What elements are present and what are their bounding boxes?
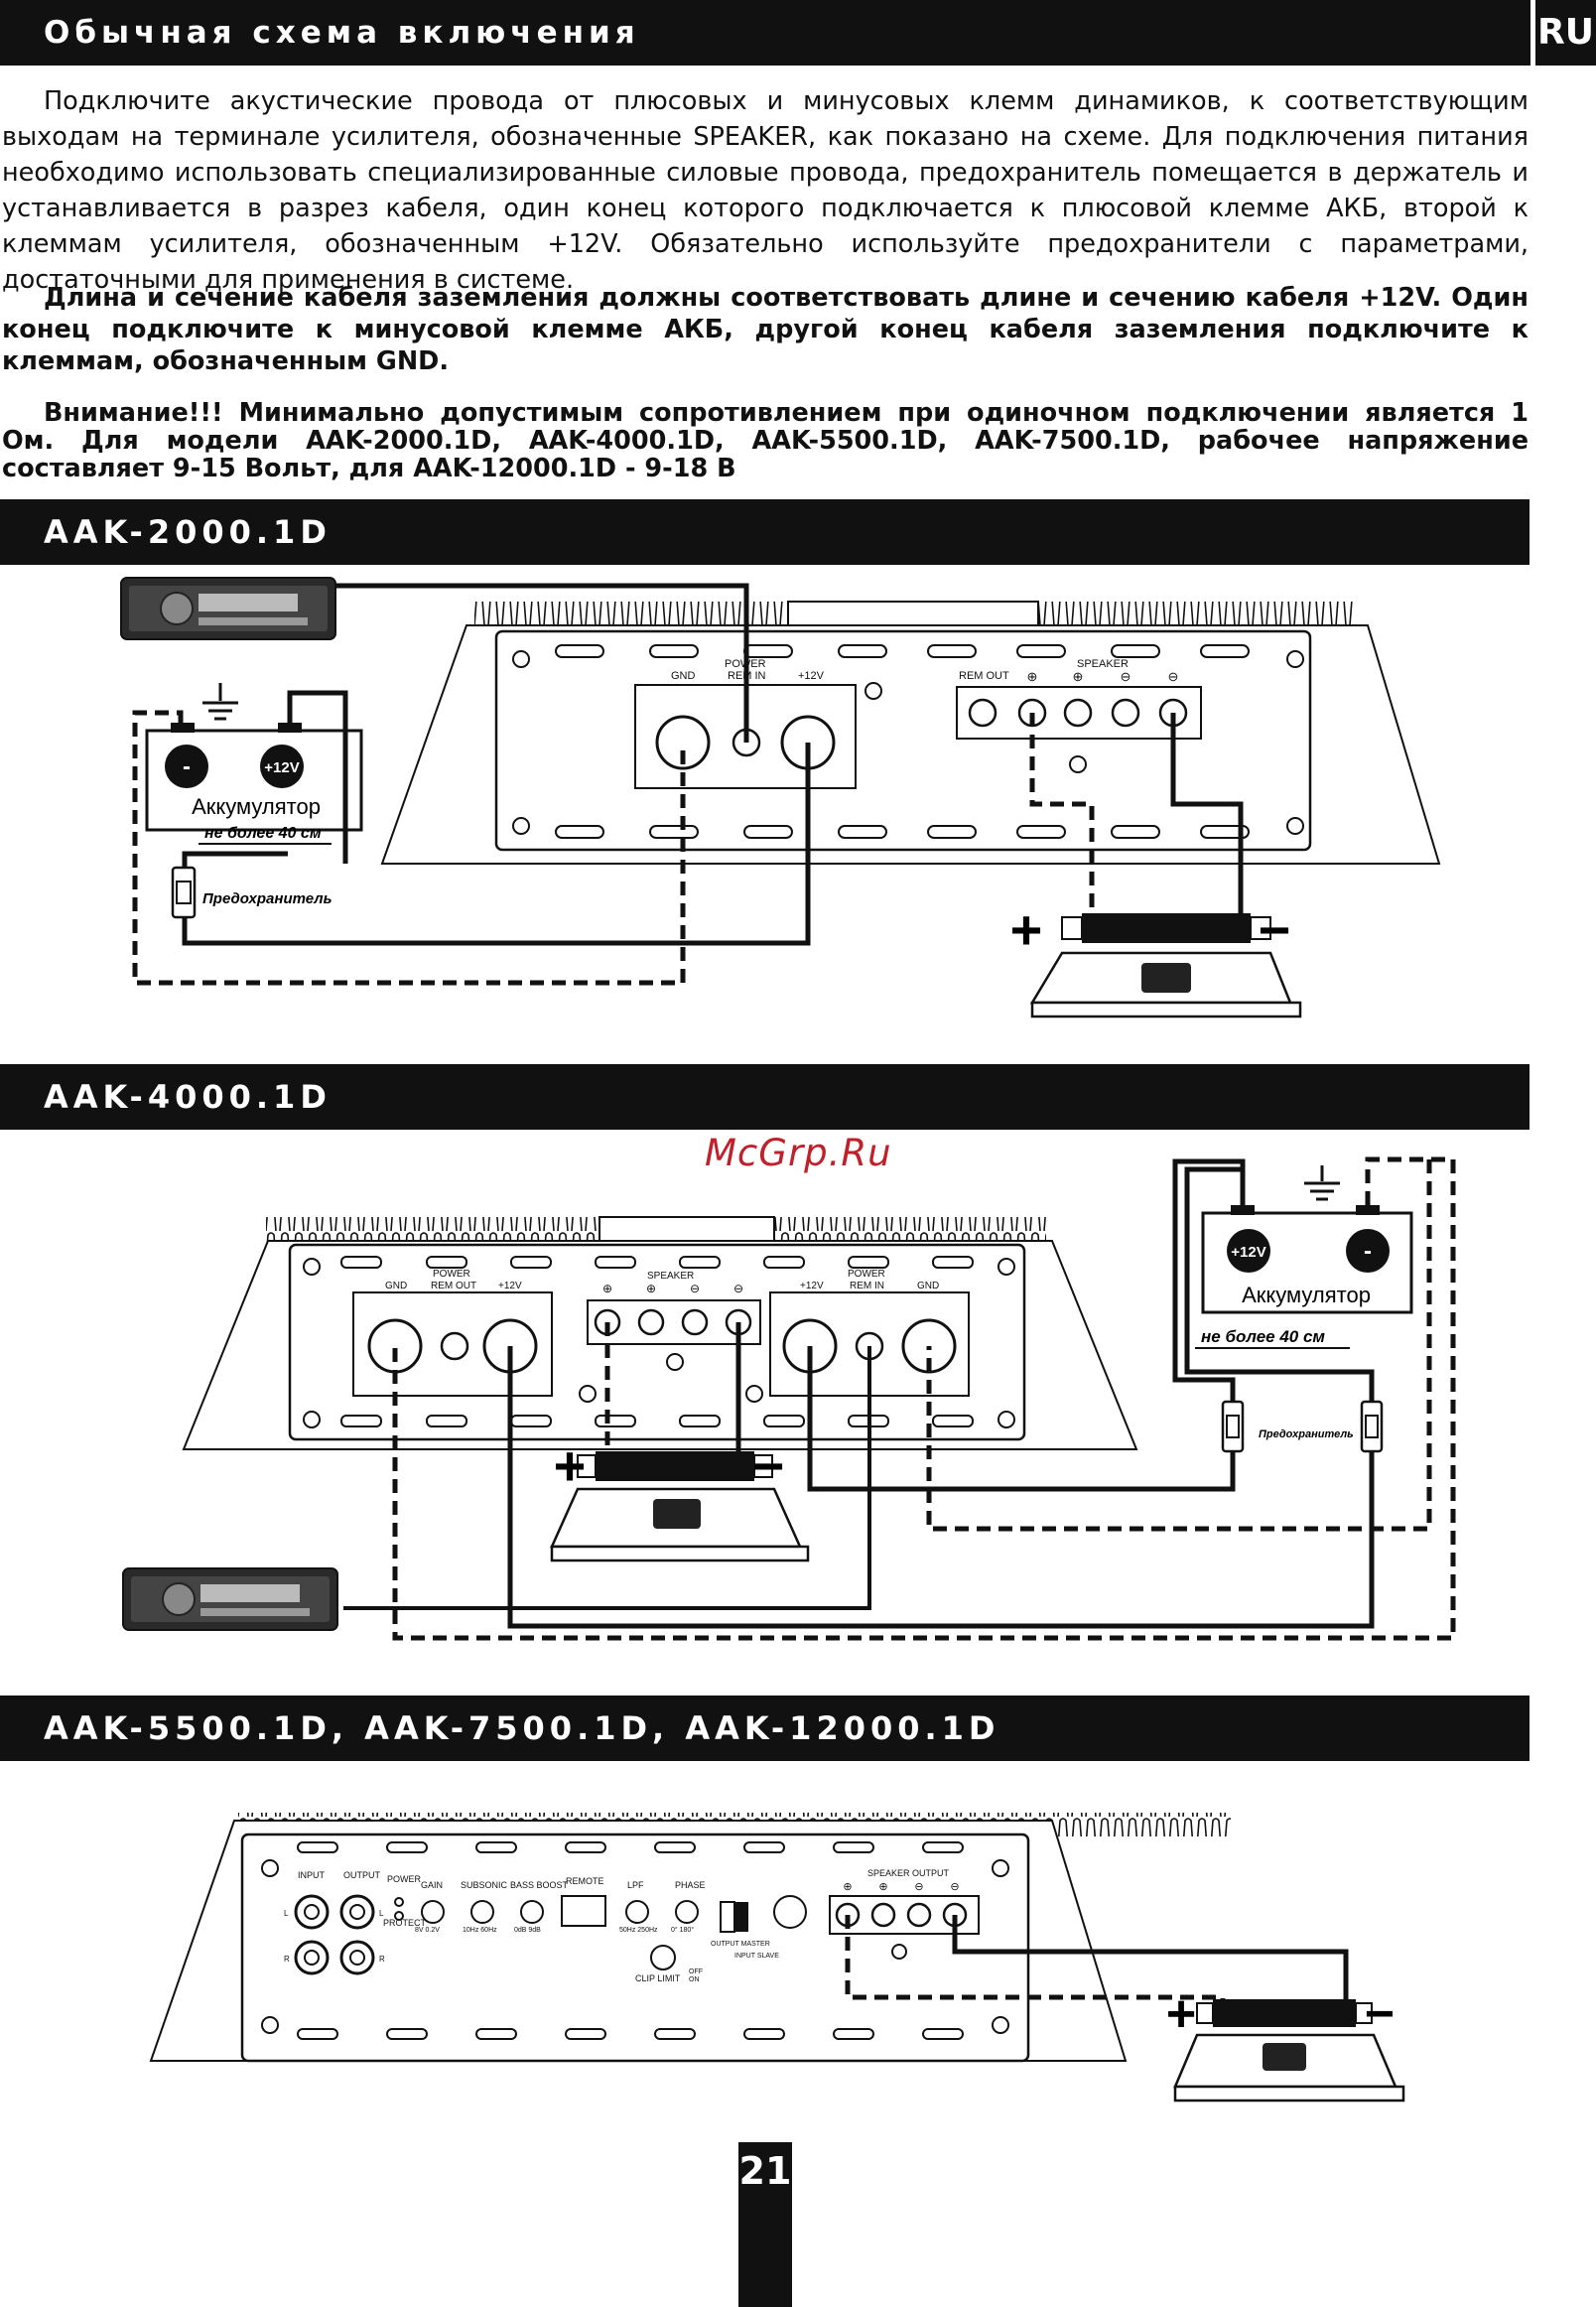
lpf-label: LPF xyxy=(627,1880,644,1890)
output-label: OUTPUT xyxy=(343,1870,381,1880)
diagram-aak-2000: GND POWER REM IN +12V REM OUT SPEAKER ⊕⊕… xyxy=(120,577,1441,1018)
page-title: Обычная схема включения xyxy=(0,0,1530,66)
svg-text:⊖: ⊖ xyxy=(733,1282,743,1295)
svg-text:L: L xyxy=(284,1909,289,1918)
rem-in-label-2: REM IN xyxy=(850,1281,884,1291)
svg-text:⊖: ⊖ xyxy=(914,1881,923,1893)
v12-label-1: +12V xyxy=(498,1281,522,1291)
page-number: 21 xyxy=(738,2142,792,2307)
input-label: INPUT xyxy=(298,1870,326,1880)
head-unit-icon-2 xyxy=(122,1567,338,1631)
diagram-aak-5500: INPUT OUTPUT POWER PROTECT GAIN SUBSONIC… xyxy=(149,1813,1405,2103)
svg-text:L: L xyxy=(379,1909,384,1918)
svg-text:⊖: ⊖ xyxy=(690,1282,700,1295)
gain-range: 8V 0.2V xyxy=(415,1927,440,1934)
speaker-plus-sign: + xyxy=(1010,898,1043,961)
battery-icon-2: +12V - Аккумулятор xyxy=(1201,1205,1413,1314)
phase-label: PHASE xyxy=(675,1880,706,1890)
lpf-range: 50Hz 250Hz xyxy=(619,1927,658,1934)
speaker-minus-sign-3: − xyxy=(1365,1985,1395,2043)
gain-label: GAIN xyxy=(421,1880,443,1890)
intro-paragraph-2: Длина и сечение кабеля заземления должны… xyxy=(2,283,1529,376)
svg-text:R: R xyxy=(379,1955,385,1964)
v12-label-2: +12V xyxy=(800,1281,824,1291)
power-label-2: POWER xyxy=(848,1269,885,1280)
fuse-icon-2a xyxy=(1221,1400,1245,1453)
protect-label: PROTECT xyxy=(383,1918,427,1928)
section-header-aak-2000: AAK-2000.1D xyxy=(0,499,1530,565)
amplifier-aak-4000 xyxy=(182,1216,1138,1450)
svg-text:⊖: ⊖ xyxy=(950,1881,959,1893)
fuse-icon xyxy=(171,866,197,919)
phase-range: 0° 180° xyxy=(671,1926,694,1934)
svg-text:⊕: ⊕ xyxy=(878,1881,887,1893)
fuse-label: Предохранитель xyxy=(202,890,332,907)
max-length-label: не более 40 см xyxy=(204,825,322,842)
clip-limit-label: CLIP LIMIT xyxy=(635,1973,681,1983)
rem-out-label-1: REM OUT xyxy=(431,1281,476,1291)
battery-icon: - +12V Аккумулятор xyxy=(145,723,363,832)
remote-label: REMOTE xyxy=(566,1876,604,1886)
svg-text:⊕: ⊕ xyxy=(1027,669,1038,684)
warning-paragraph: Внимание!!! Минимально допустимым сопрот… xyxy=(2,398,1529,483)
speaker-plus-sign-3: + xyxy=(1166,1985,1196,2043)
diagram-aak-4000: GND POWER REM OUT +12V SPEAKER +12V POWE… xyxy=(122,1156,1456,1641)
section-header-aak-5500: AAK-5500.1D, AAK-7500.1D, AAK-12000.1D xyxy=(0,1696,1530,1761)
head-unit-icon xyxy=(120,577,336,640)
subsonic-range: 10Hz 60Hz xyxy=(463,1927,497,1934)
ground-icon xyxy=(202,683,238,721)
battery-label-2: Аккумулятор xyxy=(1242,1283,1371,1307)
svg-text:⊕: ⊕ xyxy=(602,1282,612,1295)
speaker-output-label: SPEAKER OUTPUT xyxy=(867,1868,950,1878)
speaker-icon-2 xyxy=(550,1451,810,1562)
amplifier-aak-2000 xyxy=(380,601,1441,865)
svg-text:R: R xyxy=(284,1955,290,1964)
off-label: OFF xyxy=(689,1968,703,1975)
speaker-label-2: SPEAKER xyxy=(647,1271,694,1282)
speaker-plus-sign-2: + xyxy=(554,1434,587,1497)
battery-minus-label-2: - xyxy=(1364,1238,1372,1265)
watermark: McGrp.Ru xyxy=(705,1132,892,1174)
svg-text:⊕: ⊕ xyxy=(843,1881,852,1893)
amplifier-aak-5500 xyxy=(149,1813,1231,2063)
speaker-icon-3 xyxy=(1173,1999,1405,2103)
svg-text:⊖: ⊖ xyxy=(1168,669,1179,684)
battery-plus-label: +12V xyxy=(264,759,299,776)
battery-plus-label-2: +12V xyxy=(1231,1244,1265,1261)
on-label: ON xyxy=(689,1976,700,1983)
fuse-label-2: Предохранитель xyxy=(1259,1428,1354,1440)
battery-label: Аккумулятор xyxy=(192,794,321,819)
section-header-aak-4000: AAK-4000.1D xyxy=(0,1064,1530,1130)
v12-label: +12V xyxy=(798,670,825,682)
power-label-3: POWER xyxy=(387,1874,422,1884)
rem-out-label: REM OUT xyxy=(959,670,1009,682)
gnd-label-2: GND xyxy=(917,1281,939,1291)
bass-boost-range: 0dB 9dB xyxy=(514,1927,541,1934)
speaker-label: SPEAKER xyxy=(1077,658,1129,670)
bass-boost-label: BASS BOOST xyxy=(510,1880,569,1890)
subsonic-label: SUBSONIC xyxy=(461,1880,508,1890)
max-length-label-2: не более 40 см xyxy=(1201,1327,1325,1346)
intro-paragraph-1: Подключите акустические провода от плюсо… xyxy=(2,86,1529,295)
ground-icon-2 xyxy=(1304,1165,1340,1201)
svg-text:⊕: ⊕ xyxy=(1073,669,1084,684)
input-slave-label: INPUT SLAVE xyxy=(734,1953,779,1960)
speaker-minus-sign-2: − xyxy=(752,1434,785,1497)
language-badge: RU xyxy=(1532,0,1596,66)
svg-text:⊕: ⊕ xyxy=(646,1282,656,1295)
gnd-label-1: GND xyxy=(385,1281,407,1291)
fuse-icon-2b xyxy=(1360,1400,1384,1453)
output-master-label: OUTPUT MASTER xyxy=(711,1941,770,1948)
battery-minus-label: - xyxy=(183,753,191,780)
speaker-minus-sign: − xyxy=(1259,898,1291,961)
power-label-1: POWER xyxy=(433,1269,470,1280)
svg-text:⊖: ⊖ xyxy=(1121,669,1131,684)
speaker-icon xyxy=(1029,913,1302,1018)
gnd-label: GND xyxy=(671,670,696,682)
